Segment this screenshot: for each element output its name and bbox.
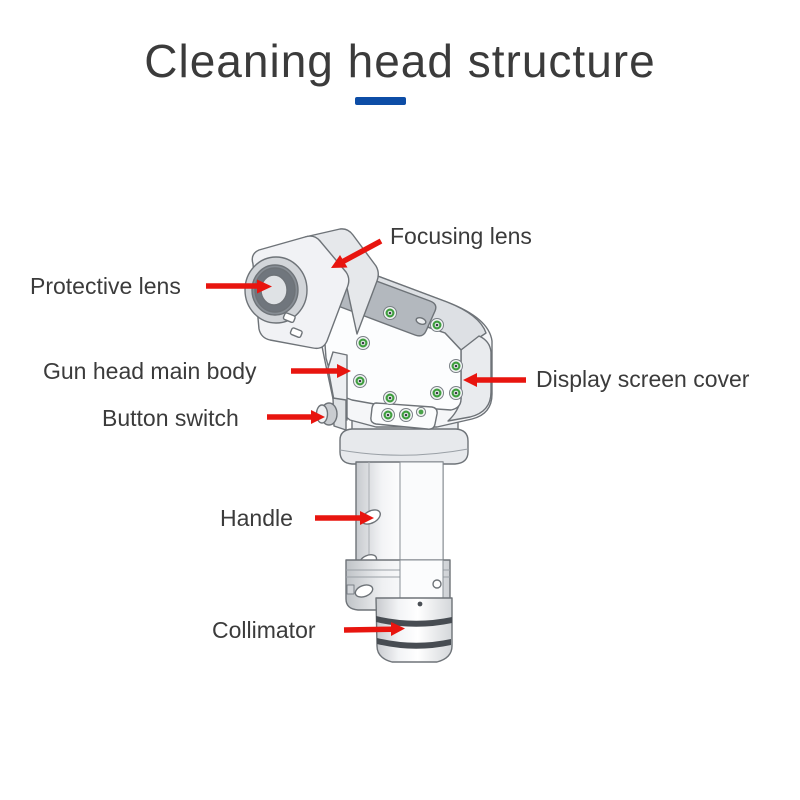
label-protective-lens: Protective lens <box>30 273 181 299</box>
button-switch-part <box>315 397 347 431</box>
screws <box>353 306 463 422</box>
collimator-part <box>375 597 453 663</box>
arrow-protective-lens <box>206 279 272 294</box>
callout-arrows <box>206 238 526 636</box>
title-underline <box>355 97 406 105</box>
handle-part <box>339 415 469 584</box>
label-display-screen-cover: Display screen cover <box>536 366 750 392</box>
arrow-gun-head-main-body <box>291 364 351 378</box>
page-title: Cleaning head structure <box>144 35 656 87</box>
arrow-handle <box>315 511 374 525</box>
label-gun-head-main-body: Gun head main body <box>43 358 257 384</box>
label-button-switch: Button switch <box>102 405 239 431</box>
label-focusing-lens: Focusing lens <box>390 223 532 249</box>
arrow-collimator <box>343 622 405 636</box>
arrow-button-switch <box>267 410 325 424</box>
label-collimator: Collimator <box>212 617 316 643</box>
label-handle: Handle <box>220 505 293 531</box>
protective-lens-glass <box>260 274 288 306</box>
lens-assembly <box>244 228 379 350</box>
arrow-display-screen-cover <box>463 373 526 387</box>
arrow-focusing-lens <box>331 238 383 268</box>
